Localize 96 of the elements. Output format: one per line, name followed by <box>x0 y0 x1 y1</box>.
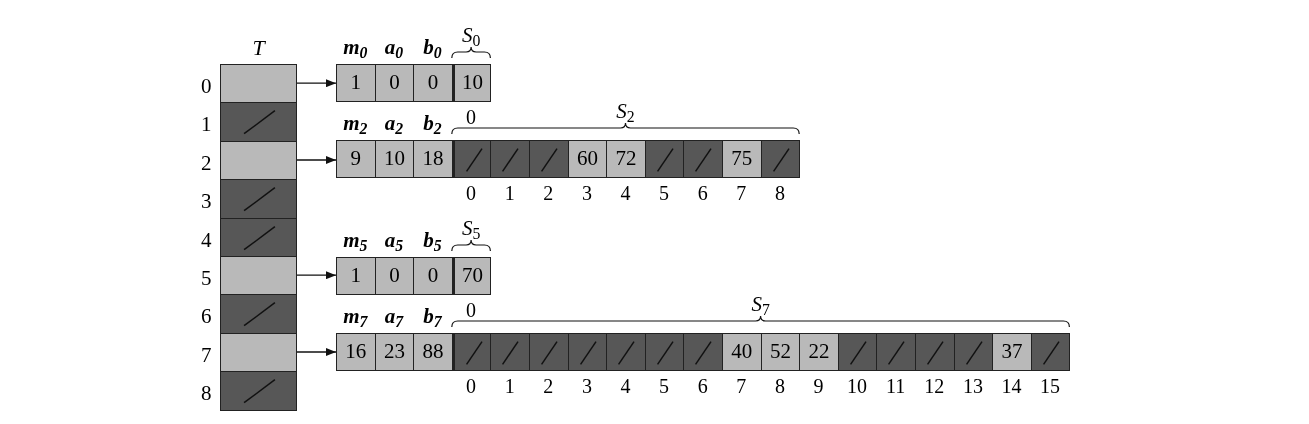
table-cell: 22 <box>799 333 839 371</box>
field-name: a$_{0}$ <box>383 34 405 63</box>
table-heading: T <box>251 34 267 62</box>
null-cell <box>837 333 878 371</box>
slot-index: 0 <box>465 105 478 130</box>
null-cell <box>915 333 955 371</box>
table-cell: 70 <box>451 257 492 295</box>
table-cell: 72 <box>606 140 646 178</box>
slot-index: 6 <box>696 374 709 399</box>
subtable-label: S$_{5}$ <box>460 215 482 244</box>
null-cell <box>567 333 608 371</box>
field-name: m$_{0}$ <box>342 34 369 63</box>
null-cell <box>953 333 994 371</box>
table-cell: 0 <box>413 64 453 102</box>
field-name: b$_{5}$ <box>422 227 443 256</box>
arrow <box>296 156 337 164</box>
slot-index: 2 <box>542 181 555 206</box>
slot-index: 0 <box>201 73 212 100</box>
subtable-label: S$_{7}$ <box>750 291 771 320</box>
table-cell: 23 <box>374 333 415 371</box>
null-cell <box>644 140 685 178</box>
table-cell: 52 <box>760 333 801 371</box>
table-cell: 37 <box>992 333 1032 371</box>
null-cell <box>529 140 569 178</box>
slot-index: 3 <box>201 188 212 216</box>
null-cell <box>451 333 492 371</box>
table-cell: 0 <box>413 257 453 295</box>
null-cell <box>644 333 685 371</box>
slot-index: 8 <box>201 380 212 408</box>
null-cell <box>876 333 916 371</box>
null-cell <box>760 140 801 178</box>
table-cell: 16 <box>336 333 376 371</box>
field-name: a$_{7}$ <box>383 303 405 332</box>
slot-index: 8 <box>773 181 786 206</box>
table-cell: 9 <box>336 140 376 178</box>
slot-index: 11 <box>885 374 907 399</box>
table-cell: 75 <box>722 140 762 178</box>
slot-index: 2 <box>542 374 555 399</box>
slot-index: 3 <box>580 374 593 399</box>
slot-index: 10 <box>846 374 869 399</box>
null-cell <box>606 333 646 371</box>
slot-index: 7 <box>735 374 748 399</box>
slot-index: 5 <box>201 265 212 292</box>
slot-index: 15 <box>1039 374 1062 399</box>
slot-index: 6 <box>696 181 709 206</box>
slot-index: 7 <box>735 181 748 206</box>
slot-index: 4 <box>201 226 212 254</box>
table-cell: 88 <box>413 333 453 371</box>
slot-index: 4 <box>619 374 632 399</box>
slot-index: 0 <box>465 374 478 399</box>
slot-index: 1 <box>503 374 516 399</box>
field-name: a$_{2}$ <box>383 110 405 139</box>
slot-index: 14 <box>1000 374 1023 399</box>
table-cell: 10 <box>374 140 415 178</box>
slot-index: 4 <box>619 181 632 206</box>
null-cell <box>1030 333 1071 371</box>
table-cell: 18 <box>413 140 453 178</box>
null-cell <box>490 333 530 371</box>
slot-index: 9 <box>812 374 825 399</box>
slot-index: 0 <box>465 181 478 206</box>
slot-index: 12 <box>923 374 946 399</box>
field-name: a$_{5}$ <box>383 227 405 256</box>
slot-index: 5 <box>658 374 671 399</box>
arrow <box>296 79 337 88</box>
arrow <box>296 271 337 280</box>
table-cell: 60 <box>567 140 608 178</box>
null-cell <box>683 140 723 178</box>
slot-index: 6 <box>201 303 212 331</box>
field-name: b$_{2}$ <box>422 110 443 139</box>
slot-index: 1 <box>201 111 212 139</box>
subtable-label: S$_{0}$ <box>460 22 482 51</box>
slot-index: 3 <box>580 181 593 206</box>
field-name: m$_{7}$ <box>342 303 369 332</box>
arrow <box>296 348 337 356</box>
slot-index: 2 <box>201 149 212 177</box>
null-cell <box>683 333 723 371</box>
field-name: b$_{7}$ <box>422 303 443 332</box>
slot-index: 8 <box>773 374 786 399</box>
subtable-label: S$_{2}$ <box>615 98 636 127</box>
field-name: b$_{0}$ <box>422 34 443 63</box>
slot-index: 13 <box>961 374 984 399</box>
null-cell <box>451 140 492 178</box>
field-name: m$_{2}$ <box>342 110 369 139</box>
null-cell <box>529 333 569 371</box>
table-cell: 1 <box>336 257 376 295</box>
table-cell: 10 <box>451 64 492 102</box>
slot-index: 1 <box>503 181 516 206</box>
table-cell: 0 <box>374 64 415 102</box>
table-cell: 0 <box>374 257 415 295</box>
slot-index: 5 <box>658 181 671 206</box>
table-cell: 1 <box>336 64 376 102</box>
table-cell: 40 <box>722 333 762 371</box>
slot-index: 0 <box>465 298 478 323</box>
slot-index: 7 <box>201 341 212 369</box>
field-name: m$_{5}$ <box>342 227 369 256</box>
null-cell <box>490 140 530 178</box>
